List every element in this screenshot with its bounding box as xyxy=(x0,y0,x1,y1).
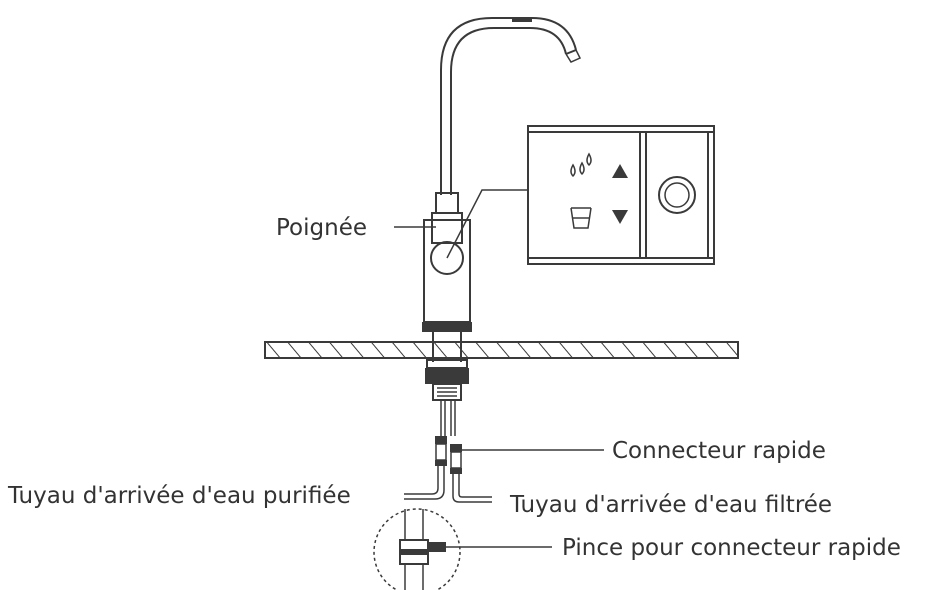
cup-icon xyxy=(570,207,592,229)
filtered-water-inlet-pipe xyxy=(452,474,492,503)
faucet-handle xyxy=(430,192,464,275)
mounting-shank xyxy=(425,359,469,401)
faucet-spout xyxy=(440,17,582,195)
connector-clip-label: Pince pour connecteur rapide xyxy=(562,535,901,561)
control-panel xyxy=(527,125,715,265)
connector-clip-detail xyxy=(373,508,461,590)
panel-leader-line xyxy=(446,189,528,259)
quick-connector-label: Connecteur rapide xyxy=(612,438,826,464)
purified-water-inlet-pipe xyxy=(404,466,445,500)
triangle-up-icon[interactable] xyxy=(612,164,628,178)
handle-label: Poignée xyxy=(276,215,367,241)
quick-connectors xyxy=(435,436,462,474)
purified-water-inlet-label: Tuyau d'arrivée d'eau purifiée xyxy=(7,483,351,509)
water-drops-icon xyxy=(570,152,592,178)
water-tubes xyxy=(440,400,456,436)
round-button-icon[interactable] xyxy=(658,176,696,214)
countertop xyxy=(264,341,739,359)
triangle-down-icon[interactable] xyxy=(612,210,628,224)
filtered-water-inlet-label: Tuyau d'arrivée d'eau filtrée xyxy=(509,492,832,518)
